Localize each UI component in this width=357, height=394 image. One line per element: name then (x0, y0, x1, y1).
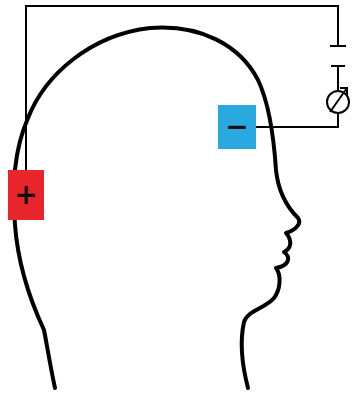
head-silhouette (14, 28, 299, 388)
variable-resistor-symbol (327, 88, 349, 113)
electrode-sign: − (225, 113, 248, 141)
electrode-sign: + (14, 181, 37, 209)
positive-electrode: + (8, 170, 44, 220)
negative-electrode: − (218, 105, 256, 149)
circuit-wire (26, 6, 338, 170)
battery-symbol (326, 38, 352, 74)
